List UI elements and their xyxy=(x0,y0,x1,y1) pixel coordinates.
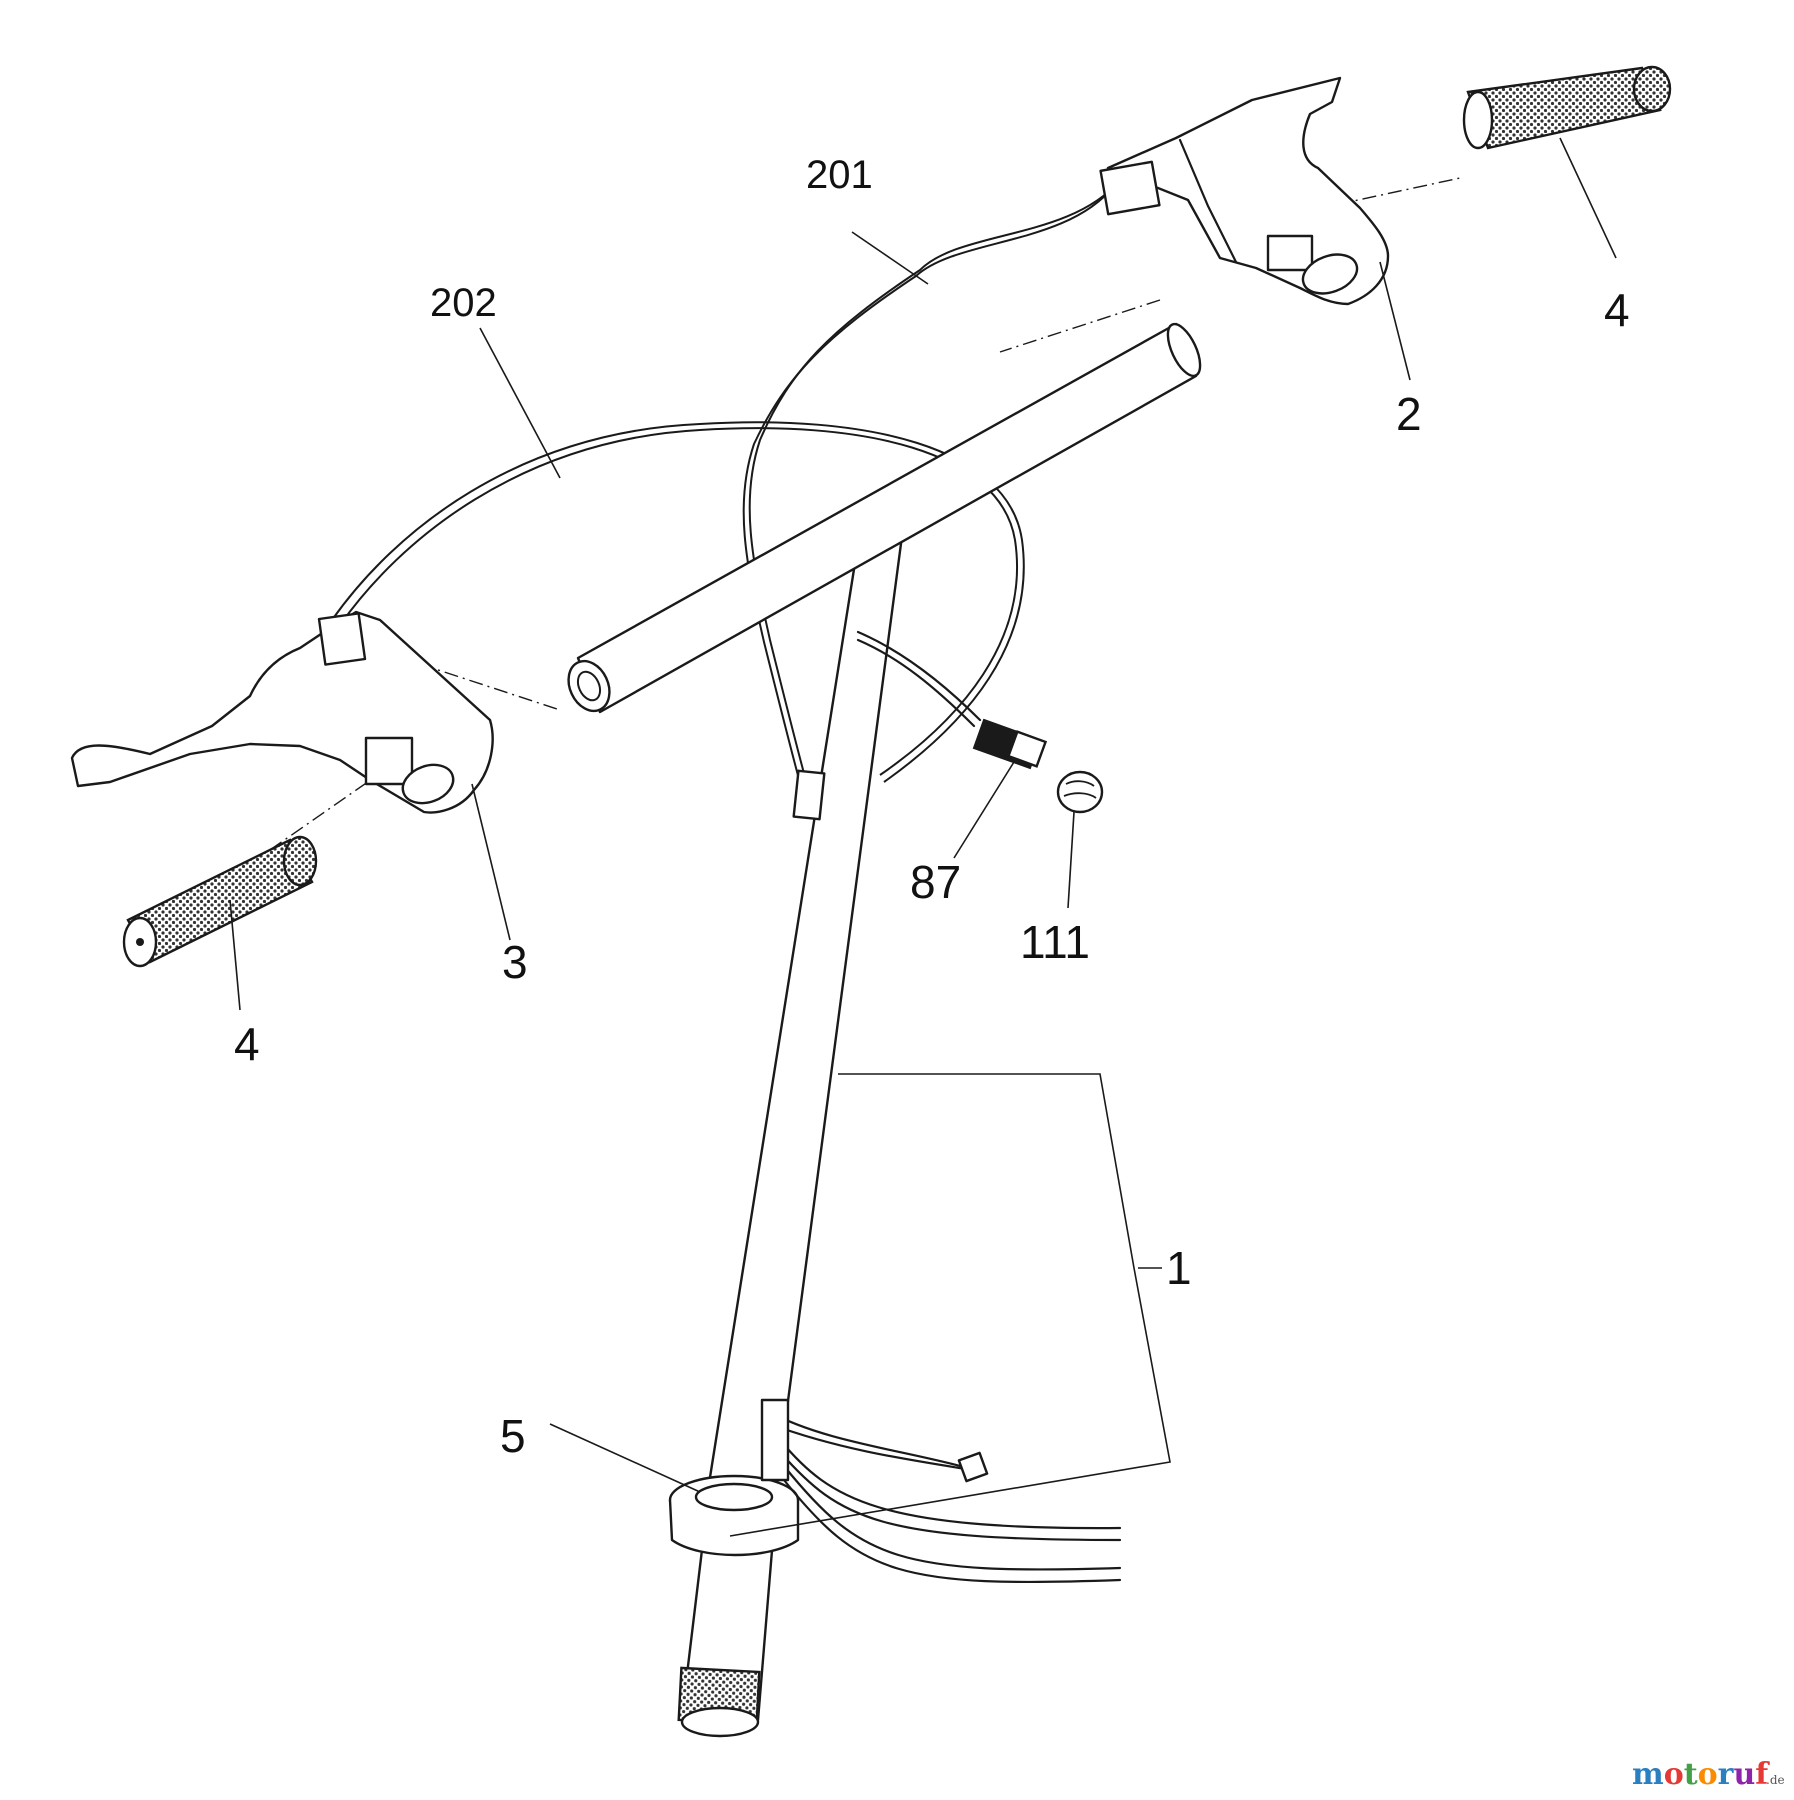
leader-202 xyxy=(479,327,561,479)
leader-87 xyxy=(953,761,1015,859)
leader-111 xyxy=(1067,811,1075,909)
clamp-ring-inner xyxy=(694,1482,774,1512)
leader-5 xyxy=(549,1423,701,1493)
callout-4-right: 4 xyxy=(1604,284,1630,336)
logo-suffix: .de xyxy=(1766,1773,1785,1787)
cap-111 xyxy=(1056,770,1104,814)
callout-4-left: 4 xyxy=(234,1018,260,1070)
callout-87: 87 xyxy=(910,856,961,908)
cable-clip-upper xyxy=(792,769,826,821)
base-cable-a xyxy=(768,1410,962,1468)
right-lever-block xyxy=(1266,234,1314,272)
base-cable-d xyxy=(778,1450,1122,1542)
leader-4-left xyxy=(229,899,241,1011)
left-lever-cable-box xyxy=(317,612,367,666)
cable-clip-lower xyxy=(760,1398,790,1482)
handle-tube xyxy=(706,534,904,1494)
right-lever-cable-box xyxy=(1099,160,1161,216)
callout-2: 2 xyxy=(1396,388,1422,440)
callout-5: 5 xyxy=(500,1410,526,1462)
leader-1 xyxy=(729,1073,1171,1537)
leader-4-right xyxy=(1559,137,1617,259)
base-cable-e xyxy=(782,1464,1122,1571)
logo-letter: r xyxy=(1718,1757,1735,1792)
left-lever-bore xyxy=(401,763,455,805)
logo-letter: u xyxy=(1733,1757,1755,1792)
leader-201 xyxy=(851,231,929,285)
grip-left-4 xyxy=(122,835,318,968)
switch-cable-87-b xyxy=(856,638,976,728)
callout-111: 111 xyxy=(1020,916,1090,968)
crossbar-end-right xyxy=(1166,322,1202,378)
logo-letter: o xyxy=(1698,1757,1718,1792)
leader-3 xyxy=(471,783,511,941)
motoruf-logo: motoruf .de xyxy=(1632,1757,1785,1792)
clamp-ring-body xyxy=(668,1498,800,1557)
bar-axis-right xyxy=(999,299,1161,353)
switch-87 xyxy=(972,718,1048,770)
logo-letter: f xyxy=(1755,1757,1770,1792)
base-cable-c xyxy=(778,1438,1122,1530)
base-cable-b xyxy=(768,1422,974,1472)
callout-3: 3 xyxy=(502,936,528,988)
callout-202: 202 xyxy=(430,281,497,325)
logo-letter: t xyxy=(1684,1757,1698,1792)
callout-201: 201 xyxy=(806,153,873,197)
left-lever-block xyxy=(364,736,414,786)
switch-cable-87 xyxy=(856,630,982,722)
callout-1: 1 xyxy=(1166,1242,1192,1294)
right-lever-bore xyxy=(1301,253,1359,295)
grip-right-4 xyxy=(1462,65,1672,150)
tube-end-cap xyxy=(680,1706,760,1738)
grip-axis-right xyxy=(1209,177,1461,233)
base-cable-f xyxy=(782,1478,1122,1584)
cable-201-outline xyxy=(742,185,1115,791)
cable-202-outline xyxy=(331,421,1025,783)
right-lever-2 xyxy=(1106,76,1390,306)
base-cable-connector xyxy=(957,1451,989,1483)
svg-text:motoruf: motoruf xyxy=(1632,1757,1770,1792)
cable-202 xyxy=(339,427,1018,776)
right-lever-edge xyxy=(1178,138,1238,264)
logo-letter: m xyxy=(1632,1757,1664,1792)
leader-2 xyxy=(1379,261,1411,381)
crossbar-bore-left xyxy=(576,670,602,702)
logo-letter: o xyxy=(1664,1757,1684,1792)
